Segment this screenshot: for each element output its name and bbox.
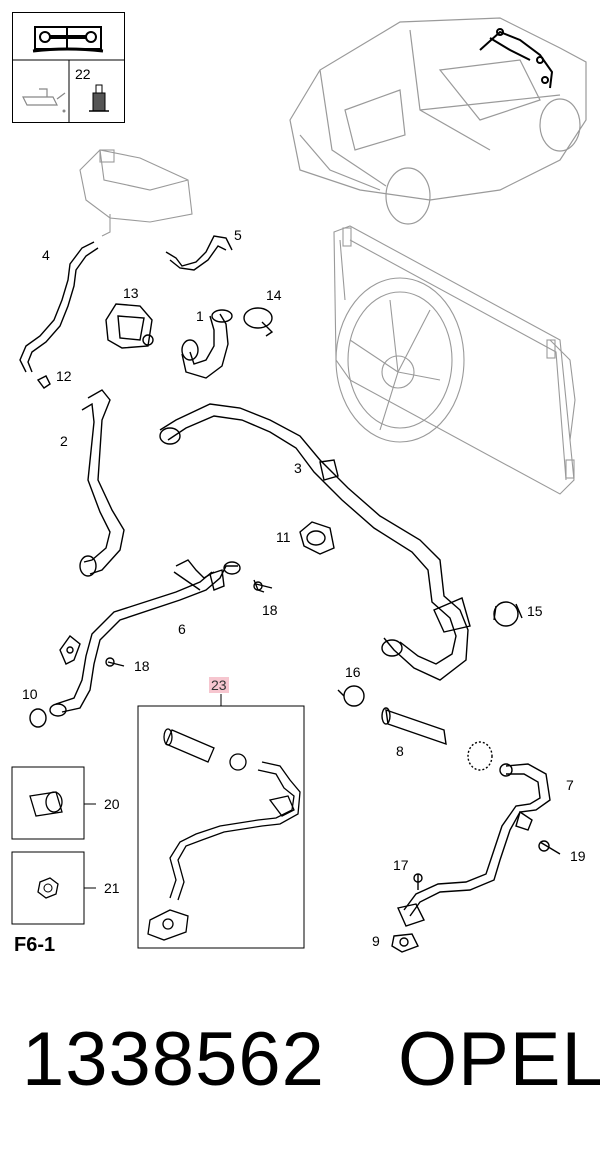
hose-5 — [165, 235, 233, 271]
hose-4 — [19, 241, 99, 373]
callout-9: 9 — [372, 933, 380, 949]
callout-1: 1 — [196, 308, 204, 324]
bolt-17 — [413, 873, 423, 890]
sheet-code: F6-1 — [14, 934, 56, 956]
callout-20: 20 — [104, 796, 120, 812]
callout-10: 10 — [22, 686, 38, 702]
hose-2 — [79, 389, 125, 577]
tool-count-label: 22 — [75, 66, 91, 82]
callout-15: 15 — [527, 603, 543, 619]
box-20 — [11, 766, 96, 840]
vehicle-outline — [289, 17, 587, 225]
callout-8: 8 — [396, 743, 404, 759]
callout-6: 6 — [178, 621, 186, 637]
repair-manual-icon — [32, 26, 104, 53]
callout-23-highlighted: 23 — [209, 677, 229, 693]
radiator-fan-assembly — [333, 225, 576, 495]
clamp-13 — [105, 303, 154, 349]
callout-11: 11 — [276, 529, 291, 545]
callout-18-lower: 18 — [134, 658, 150, 674]
kit-23-frame — [137, 694, 305, 949]
bolt-18-upper — [253, 579, 273, 593]
part-number: 1338562 — [22, 1017, 325, 1102]
box-21 — [11, 851, 96, 925]
callout-17: 17 — [393, 857, 409, 873]
callout-19: 19 — [570, 848, 586, 864]
callout-13: 13 — [123, 285, 139, 301]
callout-14: 14 — [266, 287, 282, 303]
brand-name: OPEL — [398, 1017, 600, 1102]
clamp-15 — [493, 601, 523, 627]
hose-3 — [159, 403, 471, 681]
sealant-tube-icon — [89, 84, 109, 112]
kit-23-parts — [147, 728, 301, 941]
clamp-11 — [299, 521, 335, 555]
pipe-7 — [397, 763, 551, 927]
header-info-box: 22 — [12, 12, 125, 123]
clamp-near-7 — [467, 741, 493, 771]
expansion-tank — [79, 149, 193, 237]
bolt-12 — [36, 375, 51, 389]
engine-bay-harness — [479, 28, 554, 89]
bolt-19 — [538, 840, 561, 855]
clamp-16 — [337, 685, 365, 707]
gasket-9 — [391, 933, 419, 953]
callout-7: 7 — [566, 777, 574, 793]
pipe-6 — [49, 559, 241, 717]
oil-can-icon — [22, 88, 66, 113]
callout-18-upper: 18 — [262, 602, 278, 618]
hose-8 — [381, 707, 447, 746]
clamp-14 — [243, 307, 274, 337]
header-box-graphics: 22 — [13, 26, 124, 122]
hose-1 — [181, 309, 233, 379]
callout-3: 3 — [294, 460, 302, 476]
callout-5: 5 — [234, 227, 242, 243]
callout-21: 21 — [104, 880, 120, 896]
callout-16: 16 — [345, 664, 361, 680]
bolt-18-lower — [105, 657, 125, 667]
o-ring-10 — [29, 708, 47, 728]
callout-12: 12 — [56, 368, 72, 384]
callout-4: 4 — [42, 247, 50, 263]
callout-2: 2 — [60, 433, 68, 449]
